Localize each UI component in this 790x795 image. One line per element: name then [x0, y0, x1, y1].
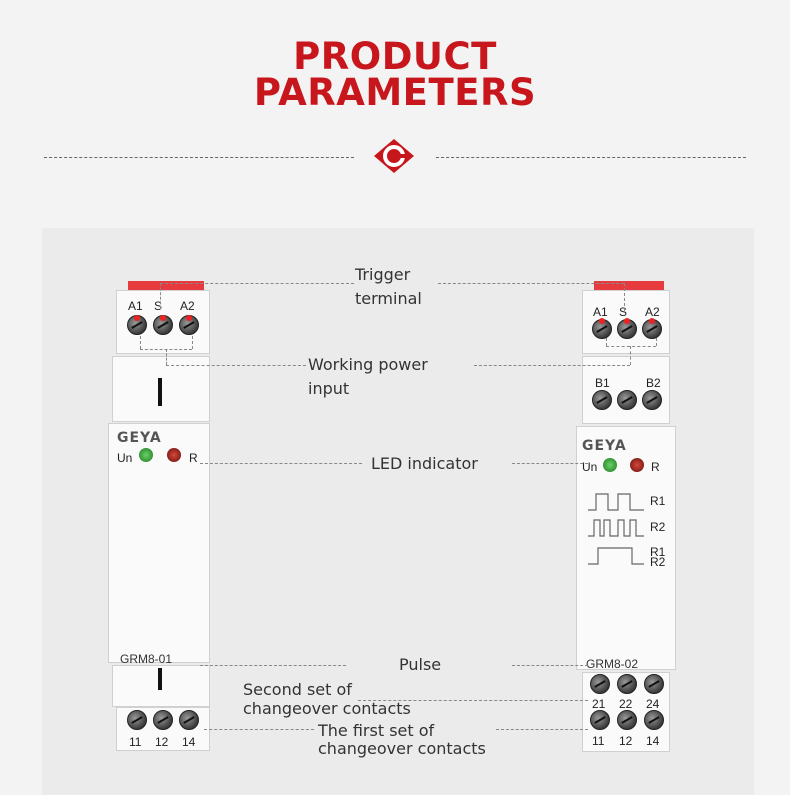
- leader-power-right: [474, 365, 630, 366]
- right-led-label-r: R: [651, 460, 660, 474]
- leader-power-right-drop: [630, 346, 631, 365]
- label-first-set-line2: changeover contacts: [318, 739, 486, 758]
- right-terminal-12: 12: [619, 734, 633, 748]
- divider-right: [436, 157, 746, 158]
- geya-logo-icon: [374, 139, 414, 173]
- leader-trigger-right-drop: [624, 283, 625, 311]
- right-screw-21: [590, 674, 610, 694]
- right-screw-14: [644, 710, 664, 730]
- right-led-red: [630, 458, 644, 472]
- right-pin-s: [624, 318, 630, 324]
- leader-pulse-right: [512, 665, 588, 666]
- right-top-cap: [594, 281, 664, 291]
- right-wave-label-r2: R2: [650, 520, 666, 534]
- left-terminal-s: S: [154, 299, 163, 313]
- leader-power-right-tick2: [656, 338, 657, 346]
- right-pin-a1: [599, 318, 605, 324]
- left-led-label-un: Un: [117, 451, 133, 465]
- leader-power-left-tick1: [140, 336, 141, 349]
- left-top-cap: [128, 281, 204, 291]
- left-led-green: [139, 448, 153, 462]
- left-screw-12: [153, 710, 173, 730]
- leader-second-set: [358, 700, 588, 701]
- leader-trigger-left: [160, 283, 354, 284]
- right-led-green: [603, 458, 617, 472]
- leader-led-right: [512, 463, 588, 464]
- left-pin-s: [160, 315, 166, 321]
- left-screw-14: [179, 710, 199, 730]
- label-pulse: Pulse: [399, 655, 442, 674]
- leader-trigger-left-drop: [160, 283, 161, 309]
- left-slot-upper: [158, 378, 162, 406]
- right-screw-22: [617, 674, 637, 694]
- left-pin-a1: [134, 315, 140, 321]
- leader-power-left: [166, 365, 306, 366]
- leader-first-set-left: [204, 729, 314, 730]
- right-terminal-a2: A2: [645, 305, 660, 319]
- label-first-set-line1: The first set of: [318, 721, 435, 740]
- right-terminal-14: 14: [646, 734, 660, 748]
- page-title-line2: PARAMETERS: [253, 71, 537, 114]
- left-led-label-r: R: [189, 451, 198, 465]
- right-screw-mid: [617, 390, 637, 410]
- left-screw-11: [127, 710, 147, 730]
- right-screw-11: [590, 710, 610, 730]
- leader-first-set-right: [496, 729, 588, 730]
- left-terminal-a1: A1: [128, 299, 143, 313]
- right-screw-12: [617, 710, 637, 730]
- divider-left: [44, 157, 354, 158]
- left-brand-logo: GEYA: [117, 430, 162, 446]
- label-trigger-line1: Trigger: [355, 265, 411, 284]
- right-wave-label-r1: R1: [650, 494, 666, 508]
- left-slot-lower: [158, 668, 162, 690]
- right-terminal-b1: B1: [595, 376, 610, 390]
- leader-led-left: [200, 463, 362, 464]
- right-screw-24: [644, 674, 664, 694]
- right-terminal-21: 21: [592, 697, 606, 711]
- right-waveform-diagram: [588, 493, 644, 565]
- right-terminal-b2: B2: [646, 376, 661, 390]
- left-model-label: GRM8-01: [120, 652, 173, 666]
- leader-power-left-drop: [166, 349, 167, 365]
- right-screw-b1: [592, 390, 612, 410]
- left-front-panel: [108, 423, 210, 663]
- left-led-red: [167, 448, 181, 462]
- label-led-indicator: LED indicator: [371, 454, 478, 473]
- label-second-set-line2: changeover contacts: [243, 699, 411, 718]
- right-terminal-a1: A1: [593, 305, 608, 319]
- right-wave-label-r1b: R1: [650, 545, 666, 559]
- right-pin-a2: [649, 318, 655, 324]
- left-terminal-a2: A2: [180, 299, 195, 313]
- leader-power-left-tick2: [192, 336, 193, 349]
- right-terminal-22: 22: [619, 697, 633, 711]
- leader-pulse-left: [200, 665, 346, 666]
- right-model-label: GRM8-02: [586, 657, 639, 671]
- left-pin-a2: [186, 315, 192, 321]
- leader-power-right-bracket: [606, 346, 656, 347]
- label-working-power-line2: input: [308, 379, 350, 398]
- right-brand-logo: GEYA: [582, 438, 627, 454]
- right-wave-label-r2b: R2: [650, 555, 666, 569]
- left-terminal-11: 11: [129, 735, 142, 749]
- label-working-power-line1: Working power: [308, 355, 428, 374]
- right-terminal-24: 24: [646, 697, 660, 711]
- right-terminal-11: 11: [592, 734, 605, 748]
- page-title-line1: PRODUCT: [293, 35, 497, 78]
- label-second-set-line1: Second set of: [243, 680, 352, 699]
- left-terminal-12: 12: [155, 735, 169, 749]
- left-terminal-14: 14: [182, 735, 196, 749]
- leader-trigger-right: [438, 283, 624, 284]
- right-screw-b2: [642, 390, 662, 410]
- right-terminal-s: S: [619, 305, 628, 319]
- label-trigger-line2: terminal: [355, 289, 422, 308]
- leader-power-right-tick1: [606, 338, 607, 346]
